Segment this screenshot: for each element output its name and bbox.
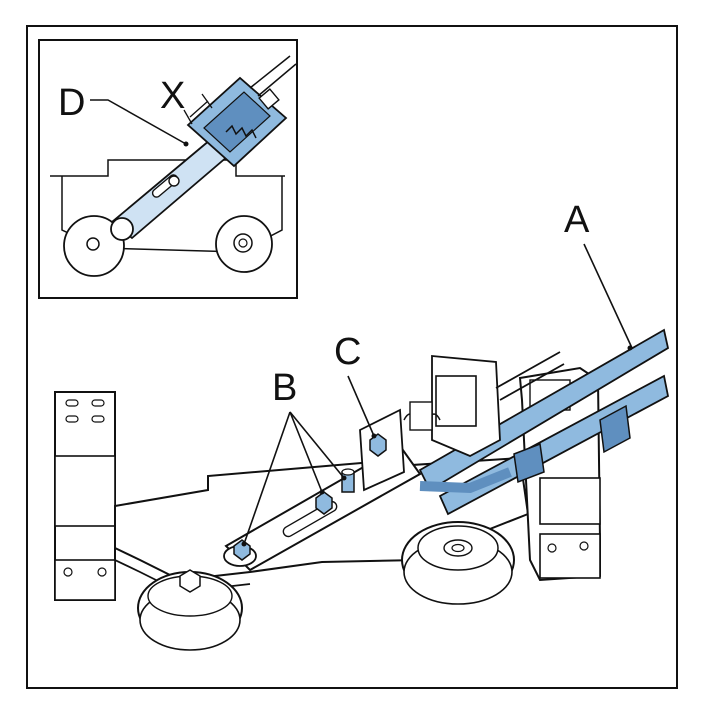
leader-b-3 (289, 411, 345, 479)
leaders (241, 243, 633, 547)
inset-base-lower (61, 176, 283, 253)
spring-assembly (403, 351, 565, 457)
main-assembly: A B C (54, 199, 670, 651)
leader-a (583, 243, 633, 349)
inset-lever-pivot (110, 217, 134, 241)
leader-d (90, 99, 187, 145)
label-c: C (334, 331, 361, 373)
label-b: B (272, 367, 297, 409)
inset-dimension-line (189, 100, 209, 118)
bolt-c (369, 433, 387, 457)
inset-base-outline (50, 159, 285, 177)
left-bracket (54, 391, 116, 601)
right-pulley (401, 521, 515, 605)
inset-spring (225, 124, 257, 139)
leader-b-1 (243, 411, 291, 545)
inset-left-pulley-hub (86, 237, 100, 251)
bolt-b-2 (315, 491, 333, 515)
inset-detail: D X (38, 39, 298, 299)
left-pulley (137, 569, 243, 651)
label-a: A (564, 199, 590, 241)
label-x: X (160, 75, 185, 117)
leader-b-2 (289, 411, 323, 493)
leader-c (347, 375, 375, 437)
label-d: D (58, 82, 85, 124)
